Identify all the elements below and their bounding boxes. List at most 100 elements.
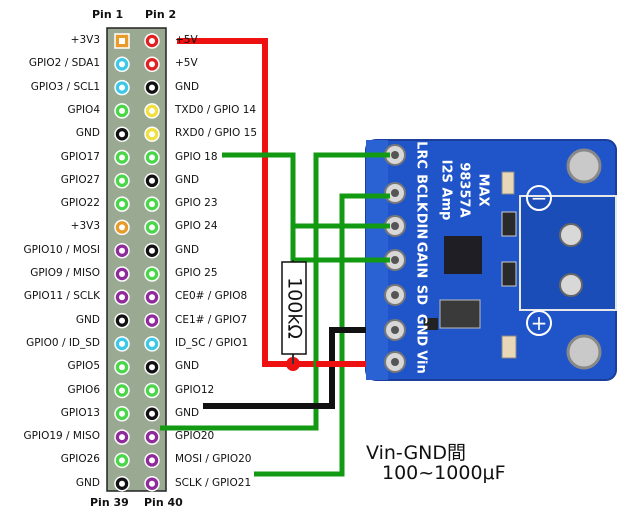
right-pin-label: GND: [175, 80, 200, 93]
module-pin-label: Vin: [414, 350, 429, 374]
resistor-body: [281, 261, 307, 355]
module-pin-hole: [391, 291, 399, 299]
right-pin-5-hole: [149, 131, 155, 138]
plus-label: +: [531, 311, 548, 335]
right-pin-label: RXD0 / GPIO 15: [175, 127, 257, 140]
left-pin-1-hole: [119, 38, 125, 44]
left-pin-4-hole: [119, 107, 125, 114]
left-pin-17-hole: [119, 410, 125, 417]
wire-gpio18-bclk: [222, 152, 390, 229]
module-pin-label: SD: [414, 285, 429, 305]
module-pin-hole: [391, 358, 399, 366]
right-pin-14-hole: [149, 340, 155, 347]
left-pin-3-hole: [119, 84, 125, 91]
capacitor-note-line2: 100~1000μF: [382, 462, 506, 484]
left-pin-label: GND: [75, 313, 100, 326]
right-pin-18-hole: [149, 434, 155, 441]
capacitor-smd-2: [501, 211, 517, 237]
right-pin-label: CE1# / GPIO7: [175, 313, 248, 326]
module-pin-hole: [391, 222, 399, 230]
right-pin-9-hole: [149, 224, 155, 231]
minus-terminal-ring: [526, 185, 552, 211]
left-pin-label: GPIO4: [67, 103, 100, 116]
module-title-line: I2S Amp: [439, 160, 454, 221]
right-pin-4-hole: [149, 107, 155, 114]
left-pin-label: GPIO13: [60, 406, 100, 419]
left-pin-label: GPIO9 / MISO: [30, 267, 100, 279]
left-pin-label: +3V3: [70, 34, 100, 46]
left-pin-label: GND: [75, 127, 100, 140]
minus-label: −: [531, 186, 548, 210]
left-pin-label: GPIO27: [60, 173, 100, 186]
right-pin-label: +5V: [175, 34, 198, 46]
wire-5v-red: [177, 38, 360, 367]
left-pin-label: GPIO17: [60, 150, 100, 163]
left-pin-9-hole: [119, 224, 125, 231]
module-pin-hole: [391, 326, 399, 334]
left-pin-label: GPIO11 / SCLK: [23, 290, 100, 303]
left-pin-label: GPIO2 / SDA1: [28, 57, 100, 70]
right-pin-17-hole: [149, 410, 155, 417]
left-pin-label: GND: [75, 476, 100, 489]
left-pin-label: GPIO19 / MISO: [23, 430, 101, 443]
right-pin-8-hole: [149, 201, 155, 208]
module-pin-label: BCLK: [414, 174, 429, 213]
right-pin-label: MOSI / GPIO20: [175, 453, 252, 466]
pin2-header: Pin 2: [145, 8, 177, 21]
resistor-smd: [424, 318, 438, 330]
left-pin-10-hole: [119, 247, 125, 254]
right-pin-label: GPIO 23: [175, 197, 218, 210]
wire-gpio19-lrc: [160, 152, 390, 431]
left-pin-8-hole: [119, 201, 125, 208]
left-pin-11-hole: [119, 271, 125, 277]
right-pin-label: +5V: [175, 57, 198, 70]
capacitor-smd-4: [501, 335, 517, 359]
right-pin-label: GND: [175, 406, 200, 419]
module-pin-hole: [391, 189, 399, 197]
left-pin-2-hole: [119, 61, 125, 68]
right-pin-3-hole: [149, 84, 155, 91]
right-pin-6-hole: [149, 154, 155, 161]
capacitor-smd-3: [501, 261, 517, 287]
module-pin-hole: [391, 256, 399, 264]
right-pin-7-hole: [149, 177, 155, 184]
right-pin-16-hole: [149, 387, 155, 394]
right-pin-2-hole: [149, 61, 155, 68]
right-pin-19-hole: [149, 457, 155, 464]
left-pin-label: +3V3: [70, 220, 100, 233]
pin39-footer: Pin 39: [90, 496, 129, 509]
inductor: [439, 299, 481, 329]
left-pin-label: GPIO26: [60, 453, 100, 466]
right-pin-label: TXD0 / GPIO 14: [175, 103, 257, 116]
module-pin-label: DIN: [414, 213, 429, 240]
plus-terminal-ring: [526, 310, 552, 336]
module-pin-label: LRC: [414, 141, 429, 169]
right-pin-label: GND: [175, 173, 200, 186]
left-pin-15-hole: [119, 364, 125, 371]
right-pin-label: GPIO12: [175, 383, 215, 396]
right-pin-1-hole: [149, 38, 155, 44]
right-pin-13-hole: [149, 317, 155, 324]
right-pin-label: GPIO 24: [175, 220, 218, 233]
left-pin-label: GPIO22: [60, 197, 100, 210]
mounting-hole-top: [566, 148, 602, 184]
module-title-line: MAX: [476, 173, 491, 206]
resistor-label: 100kΩ: [284, 277, 306, 339]
header-pins: [114, 33, 160, 492]
left-pin-label: GPIO0 / ID_SD: [26, 336, 100, 349]
wires: 100kΩ: [160, 38, 390, 477]
left-pin-label: GPIO3 / SCL1: [30, 80, 100, 93]
pin1-header: Pin 1: [92, 8, 124, 21]
wire-gnd-black: [203, 327, 366, 409]
capacitor-smd-1: [501, 171, 515, 195]
capacitor-note-line1: Vin-GND間: [366, 442, 467, 464]
left-pin-19-hole: [119, 457, 125, 464]
left-pin-label: GPIO5: [67, 360, 100, 373]
right-pin-label: GPIO 18: [175, 150, 218, 163]
module-pin-hole: [391, 151, 399, 159]
